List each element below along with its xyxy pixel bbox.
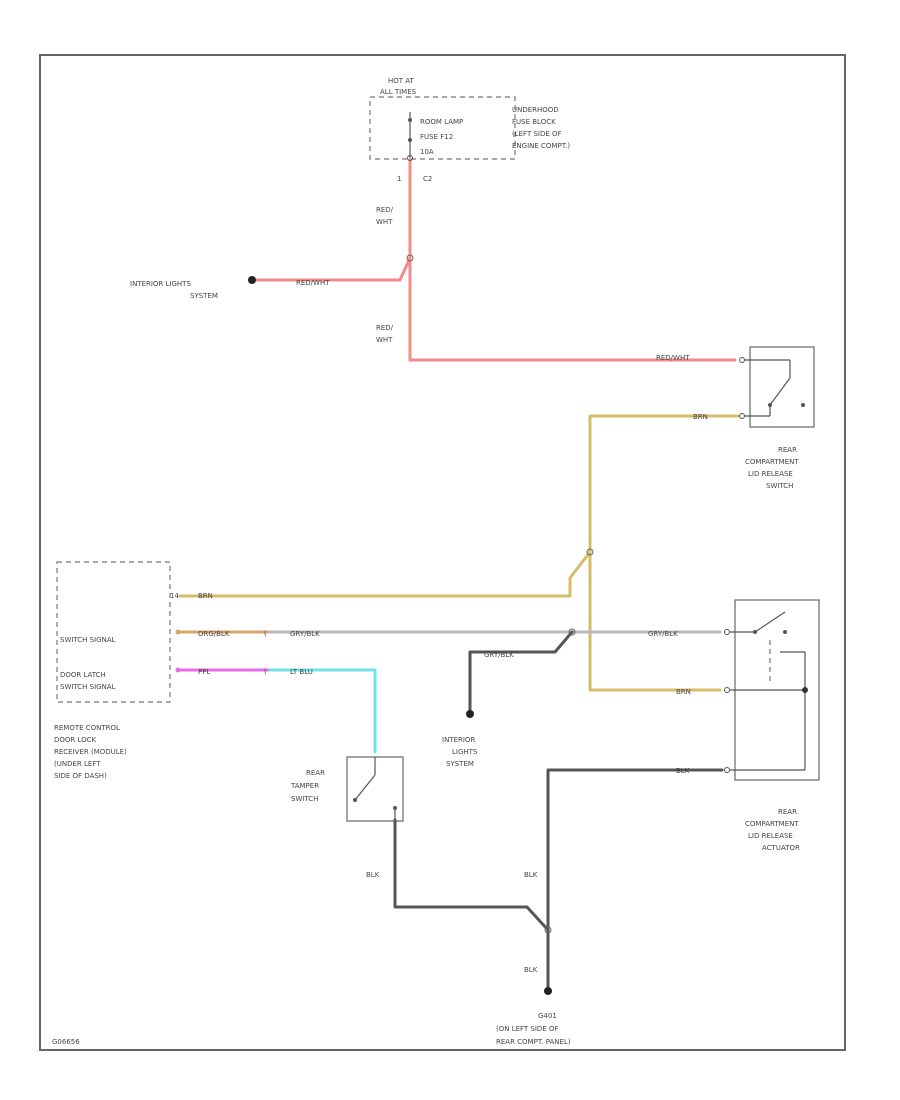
fuse-block-outline xyxy=(369,96,516,160)
label-gry-blk-1: GRY/BLK xyxy=(290,630,320,638)
splice-blk xyxy=(544,926,552,934)
label-org-blk: ORG/BLK xyxy=(198,630,230,638)
fuse-all-times: ALL TIMES xyxy=(380,88,417,96)
wire-red-wht-main xyxy=(408,158,737,362)
label-lt-blu: LT BLU xyxy=(290,668,313,676)
label-red-wht-4: RED/WHT xyxy=(656,354,690,362)
release-switch-line1: REAR xyxy=(778,446,797,454)
tamper-line1: REAR xyxy=(306,769,325,777)
wire-gry-blk-branch xyxy=(468,630,574,714)
tamper-line3: SWITCH xyxy=(291,795,318,803)
label-gry-blk-2: GRY/BLK xyxy=(648,630,678,638)
tamper-blade xyxy=(354,774,376,801)
label-red-wht-3b: WHT xyxy=(376,336,393,344)
diagram-frame xyxy=(39,54,846,1051)
splice-gry xyxy=(568,628,576,636)
label-ppl: PPL xyxy=(198,668,210,676)
ground-line3: REAR COMPT. PANEL) xyxy=(496,1038,571,1046)
fuse-terminal-top xyxy=(408,118,412,122)
interior-lights-1-line1: INTERIOR LIGHTS xyxy=(130,280,191,288)
actuator-contact-a xyxy=(753,630,757,634)
label-brn-left: BRN xyxy=(198,592,213,600)
figure-id: G06656 xyxy=(52,1038,80,1046)
release-switch-box xyxy=(749,346,815,428)
label-blk-3: BLK xyxy=(524,966,538,974)
ground-line2: (ON LEFT SIDE OF xyxy=(496,1025,559,1033)
actuator-pin-1 xyxy=(724,629,730,635)
tamper-line2: TAMPER xyxy=(290,782,319,790)
receiver-pin-label: 14 xyxy=(170,592,179,600)
fuse-pin-1: 1 xyxy=(397,175,401,183)
release-switch-pin-2 xyxy=(739,413,745,419)
splice-brn xyxy=(586,548,594,556)
actuator-switch-blade xyxy=(754,611,786,633)
connector-ppl: ( xyxy=(264,668,267,676)
interior-lights-1-terminal xyxy=(248,276,256,284)
actuator-pin-3 xyxy=(724,767,730,773)
receiver-caption-2: DOOR LOCK xyxy=(54,736,97,744)
receiver-caption-3: RECEIVER (MODULE) xyxy=(54,748,127,756)
receiver-caption-4: (UNDER LEFT xyxy=(54,760,101,768)
interior-lights-2-line1: INTERIOR xyxy=(442,736,475,744)
receiver-box xyxy=(56,561,171,703)
receiver-switch-signal: SWITCH SIGNAL xyxy=(60,636,116,644)
wire-brn-receiver xyxy=(178,550,592,598)
fuse-name-2: FUSE F12 xyxy=(420,133,453,141)
receiver-caption-1: REMOTE CONTROL xyxy=(54,724,120,732)
fuse-block-1: UNDERHOOD xyxy=(512,106,559,114)
fuse-terminal-bottom xyxy=(408,138,412,142)
fuse-hot-at: HOT AT xyxy=(388,77,415,85)
label-blk-1: BLK xyxy=(366,871,380,879)
actuator-line4: ACTUATOR xyxy=(762,844,800,852)
label-red-wht-2: RED/WHT xyxy=(296,279,330,287)
receiver-door-latch-1: DOOR LATCH xyxy=(60,671,106,679)
receiver-pin-latch xyxy=(175,667,181,673)
actuator-line2: COMPARTMENT xyxy=(745,820,799,828)
label-blk-2: BLK xyxy=(524,871,538,879)
interior-lights-2-line3: SYSTEM xyxy=(446,760,474,768)
fuse-name-3: 10A xyxy=(420,148,434,156)
splice-red xyxy=(406,254,414,262)
release-switch-line3: LID RELEASE xyxy=(748,470,793,478)
receiver-caption-5: SIDE OF DASH) xyxy=(54,772,107,780)
actuator-line3: LID RELEASE xyxy=(748,832,793,840)
interior-lights-2-terminal xyxy=(466,710,474,718)
fuse-block-4: ENGINE COMPT.) xyxy=(512,142,570,150)
label-brn-1: BRN xyxy=(693,413,708,421)
ground-line1: G401 xyxy=(538,1012,557,1020)
tamper-contact-a xyxy=(353,798,357,802)
wire-lt-blu xyxy=(268,668,377,754)
label-brn-2: BRN xyxy=(676,688,691,696)
fuse-connector xyxy=(407,155,413,161)
actuator-pin-2 xyxy=(724,687,730,693)
receiver-pin-switch xyxy=(175,629,181,635)
release-switch-line4: SWITCH xyxy=(766,482,793,490)
wire-red-wht-branch xyxy=(250,256,412,282)
label-red-wht-3a: RED/ xyxy=(376,324,394,332)
actuator-contact-b xyxy=(783,630,787,634)
actuator-junction xyxy=(802,687,808,693)
release-switch-blade xyxy=(769,377,791,406)
connector-gry: ( xyxy=(264,630,267,638)
interior-lights-1-line2: SYSTEM xyxy=(190,292,218,300)
release-switch-line2: COMPARTMENT xyxy=(745,458,799,466)
ground-terminal xyxy=(544,987,552,995)
wire-blk-actuator xyxy=(546,768,724,932)
wire-blk-tamper xyxy=(393,818,550,990)
fuse-block-2: FUSE BLOCK xyxy=(512,118,556,126)
interior-lights-2-line2: LIGHTS xyxy=(452,748,478,756)
actuator-line1: REAR xyxy=(778,808,797,816)
fuse-pin-2: C2 xyxy=(423,175,432,183)
label-gry-blk-3: GRY/BLK xyxy=(484,651,514,659)
label-blk-top: BLK xyxy=(676,767,690,775)
fuse-block-3: (LEFT SIDE OF xyxy=(512,130,562,138)
fuse-name-1: ROOM LAMP xyxy=(420,118,463,126)
wire-brn-switch xyxy=(588,414,740,692)
label-red-wht-1b: WHT xyxy=(376,218,393,226)
release-switch-pin-1 xyxy=(739,357,745,363)
release-switch-contact-b xyxy=(801,403,805,407)
receiver-door-latch-2: SWITCH SIGNAL xyxy=(60,683,116,691)
label-red-wht-1a: RED/ xyxy=(376,206,394,214)
